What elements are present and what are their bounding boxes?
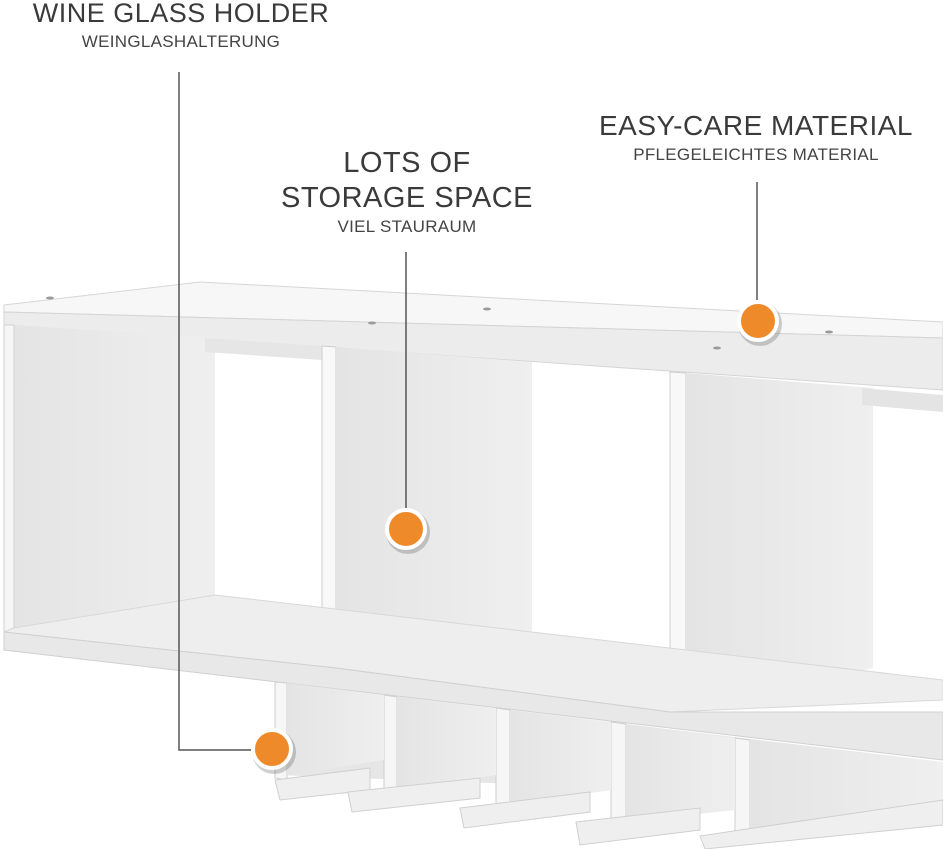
callout-lines (178, 72, 758, 751)
storage-subtitle: VIEL STAURAUM (337, 216, 477, 236)
wine-callout-line (178, 72, 255, 751)
storage-space-label: LOTS OF STORAGE SPACE VIEL STAURAUM (276, 146, 538, 235)
wine-glass-holder-label: WINE GLASS HOLDER WEINGLASHALTERUNG (16, 0, 346, 50)
storage-title-line1: LOTS OF (343, 147, 471, 179)
callout-markers (251, 300, 782, 774)
wall-shelf (3, 281, 943, 761)
easy-care-subtitle: PFLEGELEICHTES MATERIAL (633, 145, 879, 164)
easy-care-material-label: EASY-CARE MATERIAL PFLEGELEICHTES MATERI… (590, 110, 922, 164)
storage-title-line2: STORAGE SPACE (281, 181, 533, 214)
wine-glass-holder-title: WINE GLASS HOLDER (32, 0, 330, 28)
wine-marker-dot (251, 728, 293, 770)
wine-glass-holder-subtitle: WEINGLASHALTERUNG (81, 32, 281, 51)
storage-marker-dot (385, 508, 427, 550)
easy-care-title: EASY-CARE MATERIAL (599, 110, 913, 141)
easy-care-marker-dot (737, 300, 779, 342)
